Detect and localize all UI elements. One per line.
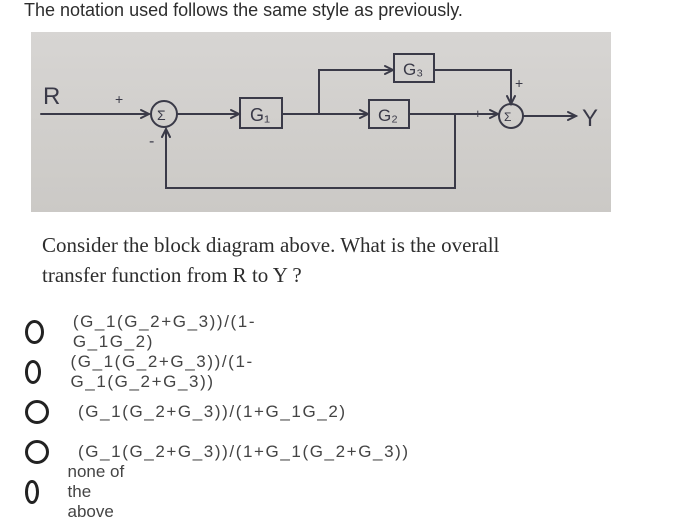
block-g1-label: G₁	[250, 105, 270, 125]
radio-button[interactable]	[25, 320, 44, 344]
block-diagram: R + Σ - G₁ G₂ G₃ Σ + + Y	[40, 53, 598, 189]
question-line-2: transfer function from R to Y ?	[42, 263, 302, 287]
radio-button[interactable]	[25, 480, 39, 504]
option-label: (G_1(G_2+G_3))/(1-G_1G_2)	[72, 312, 257, 351]
g3-output-line	[433, 69, 512, 105]
plus-sign-2: +	[515, 75, 523, 91]
option-4[interactable]: (G_1(G_2+G_3))/(1+G_1(G_2+G_3))	[25, 439, 410, 465]
option-3[interactable]: (G_1(G_2+G_3))/(1+G_1G_2)	[25, 399, 347, 425]
radio-button[interactable]	[25, 440, 49, 464]
input-label: R	[43, 83, 60, 110]
sum-symbol-1: Σ	[157, 107, 166, 123]
radio-button[interactable]	[25, 360, 42, 384]
radio-button[interactable]	[25, 400, 49, 424]
block-g2-label: G₂	[378, 106, 398, 125]
arrow-g2-to-sum2	[489, 109, 501, 119]
option-1[interactable]: (G_1(G_2+G_3))/(1-G_1G_2)	[25, 312, 261, 351]
sum-symbol-2: Σ	[504, 110, 511, 124]
option-label: (G_1(G_2+G_3))/(1+G_1G_2)	[78, 402, 347, 421]
minus-sign-1: -	[149, 133, 154, 150]
plus-sign-1: +	[115, 91, 123, 107]
option-label: none of the above	[67, 462, 125, 521]
option-label: (G_1(G_2+G_3))/(1+G_1(G_2+G_3))	[78, 442, 410, 461]
option-label: (G_1(G_2+G_3))/(1-G_1(G_2+G_3))	[70, 352, 254, 391]
feedback-path	[165, 113, 456, 189]
block-diagram-photo: R + Σ - G₁ G₂ G₃ Σ + + Y	[31, 32, 611, 212]
option-2[interactable]: (G_1(G_2+G_3))/(1-G_1(G_2+G_3))	[25, 352, 261, 391]
block-g3-label: G₃	[403, 60, 423, 79]
branch-to-g3	[318, 69, 394, 115]
output-arrow	[567, 111, 579, 121]
plus-sign-3: +	[474, 106, 482, 121]
intro-text: The notation used follows the same style…	[24, 0, 463, 20]
input-arrow	[140, 109, 152, 119]
question-line-1: Consider the block diagram above. What i…	[42, 233, 500, 257]
option-5[interactable]: none of the above	[25, 462, 124, 521]
block-g3-box	[393, 53, 435, 83]
feedback-arrow	[161, 126, 171, 138]
question-text: Consider the block diagram above. What i…	[42, 230, 642, 290]
output-label: Y	[582, 105, 598, 132]
